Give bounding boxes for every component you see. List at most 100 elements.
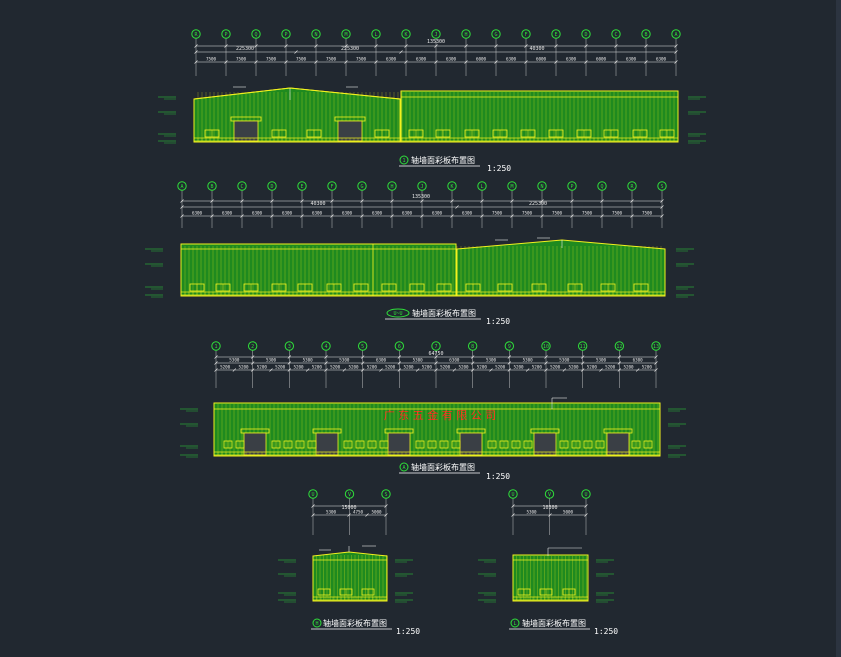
wall-outline-left [193,87,401,143]
dim-tick [660,199,664,203]
dim-value: 6300 [402,211,413,216]
axis-bubble [267,181,277,191]
dim-tick [511,504,515,508]
dim-value: 5200 [220,365,231,370]
axis-label: J [434,32,437,38]
dim-value: 7500 [206,57,217,62]
axis-label: 1 [214,344,217,350]
wall-e5 [512,554,589,602]
dim-value: 4750 [353,510,364,515]
sub-dim-e1-1: 225300 [341,46,359,52]
axis-bubble [221,29,231,39]
plinth [312,596,388,601]
dim-tick [630,214,634,218]
total-dim-e2: 135300 [412,194,430,200]
axis-label: G [494,32,497,38]
axis-bubble [417,181,427,191]
title-scale-e5: 1:250 [594,627,618,636]
dim-tick [544,368,548,372]
title-marker-label-e5: L [513,621,516,627]
axis-label: 9 [508,344,511,350]
dim-value: 5200 [367,365,378,370]
dim-tick [397,355,402,359]
dim-tick [524,44,528,48]
dim-tick [654,361,658,365]
dim-tick [254,60,258,64]
dim-value: 7500 [296,57,307,62]
axis-bubble [551,29,561,39]
company-name-e3: 广 东 五 金 有 限 公 司 [384,408,496,422]
dim-tick [270,199,274,203]
drawing-title-e1: 1 轴墙面彩板布置图 1:250 [399,155,511,173]
axis-label: G [360,184,363,190]
dim-tick [544,361,548,365]
building-elevation-e3: 广 东 五 金 有 限 公 司 [180,397,686,458]
dim-value: 6300 [312,211,323,216]
dim-tick [434,355,438,359]
axis-bubble [247,341,258,351]
dim-value: 5200 [238,365,249,370]
dim-tick [344,44,348,48]
dim-tick [674,44,678,48]
dim-tick [635,368,640,372]
dim-tick [570,199,574,203]
dim-tick [397,361,402,365]
dim-tick [617,361,622,365]
dim-tick [374,60,378,64]
dim-tick [214,355,218,359]
dim-tick [455,205,459,209]
dim-value: 6300 [462,211,473,216]
dim-value: 6000 [536,57,547,62]
plinth [512,596,589,601]
dim-tick [674,60,678,64]
axis-bubble [614,341,625,351]
dim-tick [600,214,604,218]
viewport-scrollbar[interactable] [836,0,841,657]
dim-value: 6300 [252,211,263,216]
dim-tick [489,368,493,372]
dim-value: 5200 [642,365,653,370]
axis-bubble [387,181,397,191]
dim-tick [287,355,292,359]
axis-bubble [467,341,478,351]
dim-value: 5200 [568,365,579,370]
dim-tick [580,368,585,372]
axis-label: E [554,32,557,38]
dim-tick [660,205,664,209]
dim-tick [452,368,457,372]
dim-tick [324,361,328,365]
dim-tick [311,504,315,508]
axis-bubble [431,29,441,39]
axis-label: F [330,184,333,190]
dim-value: 7500 [612,211,623,216]
dim-value: 5300 [526,510,537,515]
axis-label: V [548,492,551,498]
dim-value: 6300 [566,57,577,62]
title-text-e1: 轴墙面彩板布置图 [411,155,475,165]
dim-value: 5300 [523,358,534,363]
dim-tick [617,355,622,359]
dim-tick [314,60,318,64]
axis-label: M [344,32,347,38]
dim-tick [554,44,558,48]
dim-value: 6300 [192,211,203,216]
axis-bubble [521,29,531,39]
axis-bubble [321,341,331,351]
dim-value: 7500 [582,211,593,216]
title-marker-label-e4: H [315,621,318,627]
dim-tick [511,513,515,517]
dim-value: 6000 [596,57,607,62]
dim-tick [544,355,548,359]
axis-bubble [641,29,651,39]
dim-tick [194,50,198,54]
dim-value: 6300 [386,57,397,62]
dim-tick [240,199,244,203]
axis-label: L [374,32,377,38]
